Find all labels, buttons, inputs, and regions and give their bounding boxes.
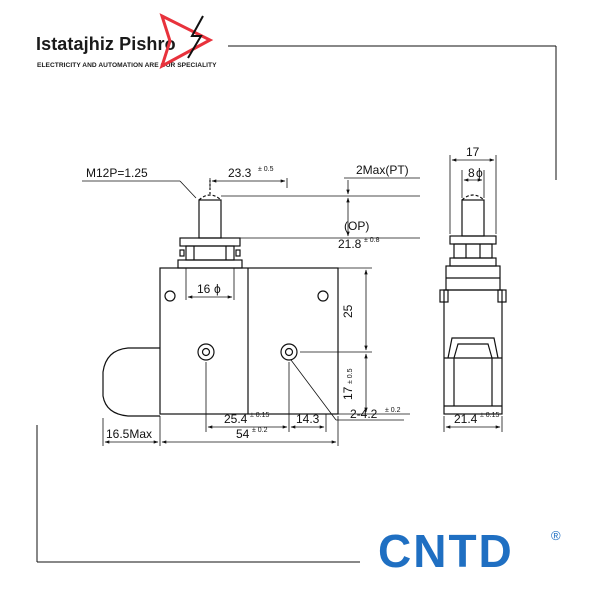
dim-21-8-tol: ± 0.8 — [364, 237, 380, 244]
dim-25-4: 25.4 — [224, 412, 248, 426]
dim-pt: 2Max(PT) — [356, 163, 409, 177]
dim-23-3: 23.3 — [228, 166, 252, 180]
dim-25-4-tol: ± 0.15 — [250, 412, 270, 419]
frame-lines — [36, 45, 557, 563]
dim-17-top: 17 — [466, 145, 480, 159]
thread-label: M12P=1.25 — [86, 166, 148, 180]
dim-8-phi: ϕ — [476, 166, 483, 180]
cntd-logo: CNTD — [378, 525, 514, 577]
dim-16-5: 16.5Max — [106, 427, 152, 441]
side-dimension-lines — [443, 155, 503, 432]
dim-8: 8 — [468, 166, 475, 180]
dim-hole: 2-4.2 — [350, 407, 378, 421]
dim-hole-tol: ± 0.2 — [385, 407, 401, 414]
dim-16: 16 — [197, 282, 211, 296]
dim-16-phi: ϕ — [214, 282, 221, 296]
brand-logo-icon — [159, 13, 214, 70]
dim-21-4: 21.4 — [454, 412, 478, 426]
registered-mark: ® — [551, 528, 561, 543]
dim-23-3-tol: ± 0.5 — [258, 166, 274, 173]
dim-54-tol: ± 0.2 — [252, 427, 268, 434]
dim-op-label: (OP) — [344, 219, 369, 233]
dim-54: 54 — [236, 427, 250, 441]
dim-17-side-tol: ± 0.5 — [347, 368, 354, 384]
brand-title: Istatajhiz Pishro — [36, 34, 176, 54]
dim-17-side: 17 — [341, 386, 355, 400]
dim-25: 25 — [341, 304, 355, 318]
dim-21-8: 21.8 — [338, 237, 362, 251]
brand-tagline: ELECTRICITY AND AUTOMATION ARE OUR SPECI… — [37, 62, 217, 69]
front-view — [102, 180, 339, 417]
side-view — [439, 194, 507, 415]
dim-21-4-tol: ± 0.15 — [480, 412, 500, 419]
front-dimension-lines — [82, 177, 420, 446]
dim-14-3: 14.3 — [296, 412, 320, 426]
